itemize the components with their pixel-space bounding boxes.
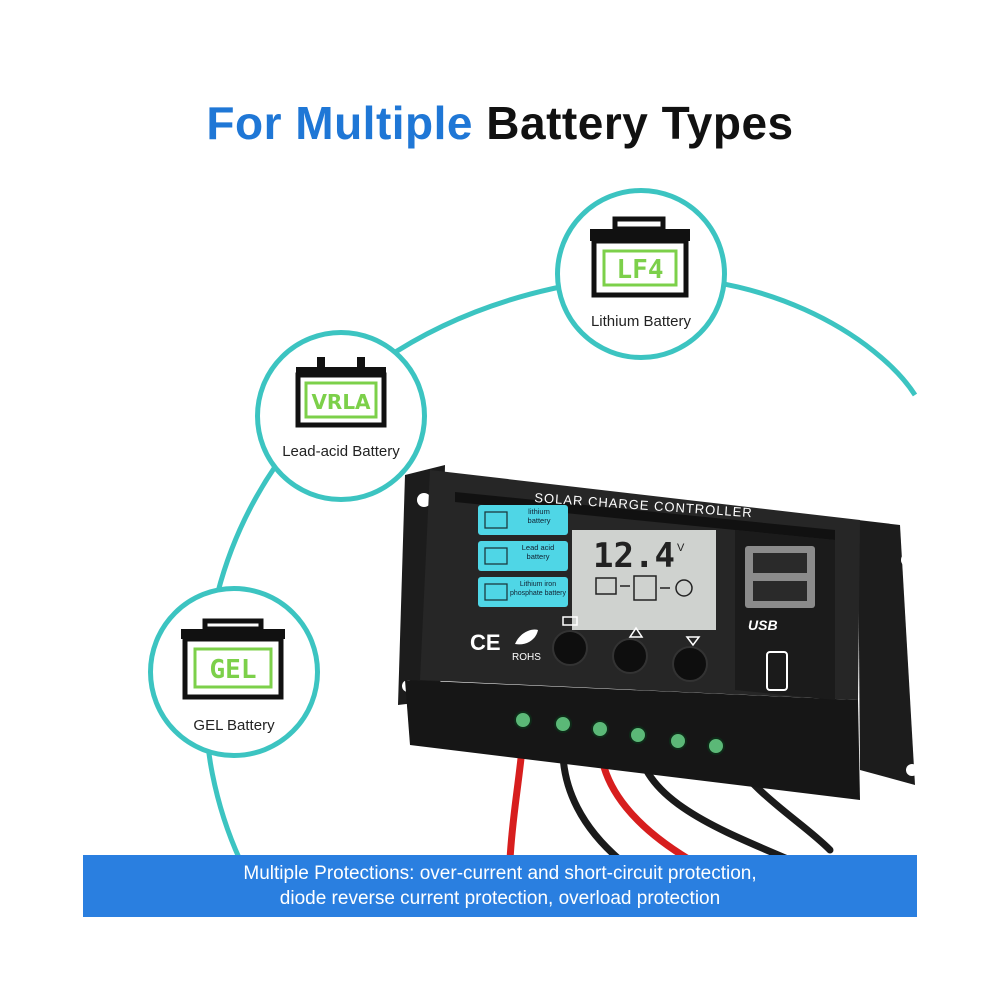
ce-mark: CE [470,630,501,655]
battery-icon [633,575,657,601]
phone-icon [766,651,788,691]
terminal-screw [554,715,572,733]
bulb-icon [675,579,693,597]
mode-list [478,505,568,607]
terminal-screws [514,711,725,755]
up-symbol-icon [628,626,644,638]
bubble-lithium: LF4 Lithium Battery [555,188,727,360]
down-symbol-icon [685,636,701,647]
rohs-mark: ROHS [512,652,541,663]
gel-battery-icon: GEL [181,618,285,700]
down-button[interactable] [672,646,708,682]
mode-lifepo4-label: Lithium iron phosphate battery [509,581,567,597]
lcd-unit: V [677,542,685,554]
menu-symbol-icon [562,616,578,626]
terminal-screw [669,732,687,750]
up-button[interactable] [612,638,648,674]
mode-lithium-label: lithium battery [527,507,551,525]
right-flange [858,520,915,785]
usb-port-2[interactable] [753,581,807,601]
usb-label: USB [748,617,778,633]
rohs-leaf-icon [515,629,538,645]
lithium-battery-icon: LF4 [590,216,690,298]
terminal-screw [514,711,532,729]
mount-hole [417,493,431,507]
terminal-screw [629,726,647,744]
battery-icon [484,547,508,565]
bubble-lead-acid: VRLA Lead-acid Battery [255,330,427,502]
svg-text:LF4: LF4 [617,255,664,285]
svg-text:VRLA: VRLA [311,390,371,414]
mode-lead-acid-label: Lead acid battery [521,543,555,561]
terminal-screw [591,720,609,738]
title-highlight: For Multiple [206,97,474,149]
lcd-flow-icons [595,575,693,601]
lead-acid-battery-icon: VRLA [295,357,387,428]
solar-panel-icon [595,577,617,595]
lead-acid-label: Lead-acid Battery [282,443,400,460]
battery-icon [484,583,508,601]
usb-port-1[interactable] [753,553,807,573]
banner-line-2: diode reverse current protection, overlo… [279,888,721,909]
charge-controller: 12.4 V CE ROHS USB [398,465,918,800]
banner-line-1: Multiple Protections: over-current and s… [243,863,757,884]
svg-text:GEL: GEL [210,655,257,685]
battery-icon [484,511,508,529]
gel-label: GEL Battery [193,717,275,734]
mount-hole [901,553,915,567]
title-rest: Battery Types [486,97,794,149]
lithium-label: Lithium Battery [590,313,692,330]
lcd-voltage: 12.4 [593,536,675,576]
mount-hole [906,764,918,776]
terminal-screw [707,737,725,755]
page-title: For Multiple Battery Types [0,96,1000,150]
bubble-gel: GEL GEL Battery [148,586,320,758]
protection-banner: Multiple Protections: over-current and s… [83,855,917,917]
menu-button[interactable] [552,630,588,666]
